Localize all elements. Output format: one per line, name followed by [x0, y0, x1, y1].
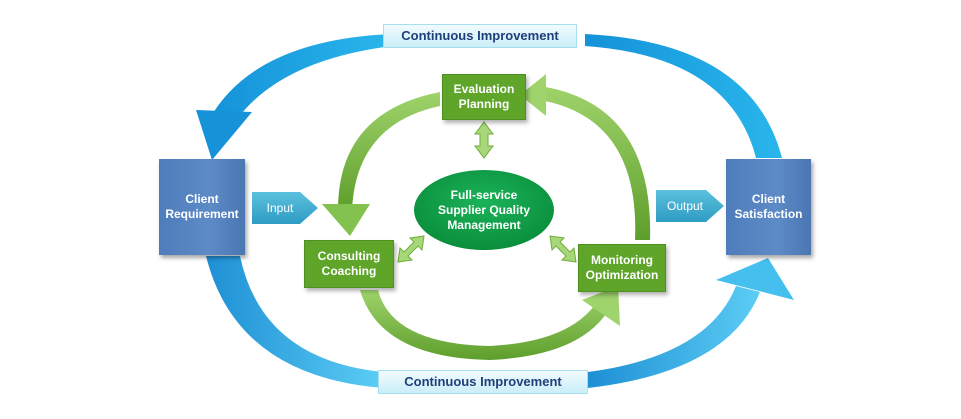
outer-arrow-top-right: [585, 34, 782, 158]
outer-arrow-bottom-left: [206, 256, 383, 388]
inner-arrow-top-right: [540, 86, 651, 240]
inner-arrowhead-bottom: [582, 286, 620, 326]
input-label: Input: [266, 200, 294, 215]
input-arrow-shape: [252, 192, 318, 224]
center-label: Full-service Supplier Quality Management: [437, 187, 530, 232]
inner-arrow-top-left: [338, 92, 440, 210]
inner-arrowhead-top-right: [520, 74, 546, 116]
connector-center-evaluation: [474, 121, 494, 159]
inner-arrow-bottom: [360, 290, 606, 360]
connector-center-consulting: [397, 235, 425, 263]
evaluation-planning-box: Evaluation Planning: [442, 74, 526, 120]
outer-arrowhead-bottom-right: [716, 258, 794, 300]
output-label: Output: [666, 198, 704, 213]
client-satisfaction-box: Client Satisfaction: [726, 159, 811, 255]
banner-bottom: Continuous Improvement: [378, 370, 588, 394]
banner-top: Continuous Improvement: [383, 24, 577, 48]
client-requirement-box: Client Requirement: [159, 159, 245, 255]
outer-arrow-top-left: [210, 34, 392, 118]
center-ellipse: [414, 170, 554, 250]
monitoring-optimization-box: Monitoring Optimization: [578, 244, 666, 292]
connector-center-monitoring: [549, 235, 577, 263]
outer-arrow-bottom-right: [588, 286, 760, 388]
consulting-coaching-box: Consulting Coaching: [304, 240, 394, 288]
output-arrow-shape: [656, 190, 724, 222]
outer-arrowhead-top-left: [196, 110, 252, 160]
inner-arrowhead-top-left: [322, 204, 370, 236]
